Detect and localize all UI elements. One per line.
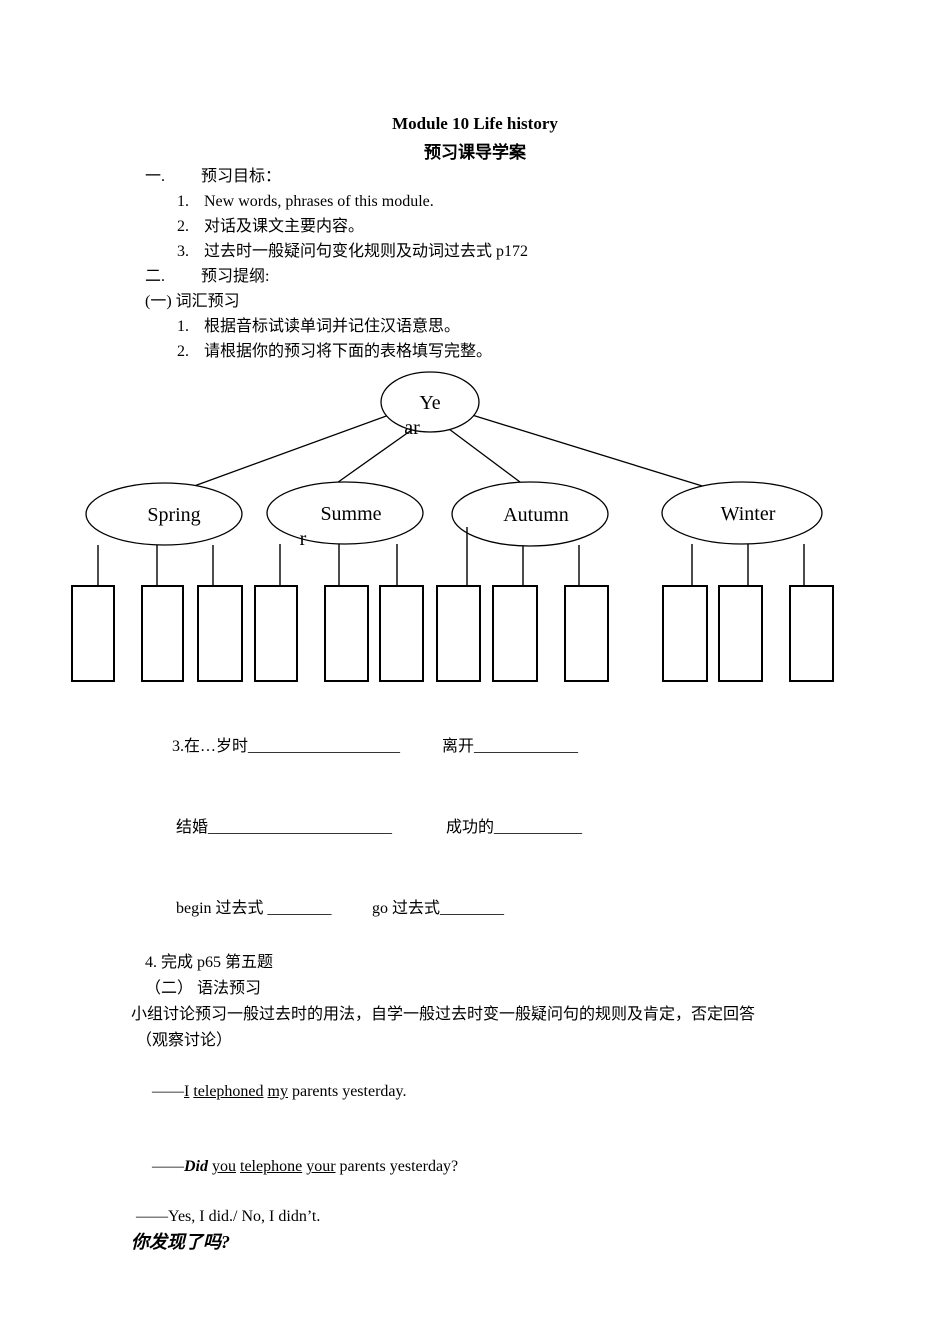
month-box (197, 585, 243, 682)
section-one-heading: 一. 预习目标： (145, 164, 950, 189)
fill-line-marry: 结婚_______________________ 成功的___________ (152, 787, 950, 868)
winter-node-ellipse (661, 481, 823, 545)
blank-leave: 离开_____________ (442, 738, 579, 755)
summer-node-label-line1: Summe (320, 503, 381, 525)
vocab-preview-label: (一) 词汇预习 (145, 293, 240, 310)
seasons-tree-diagram: Ye ar Spring Summe r Autumn Winter (0, 365, 950, 695)
page-title: Module 10 Life history (392, 114, 558, 133)
summer-node-label-line2: r (300, 528, 307, 550)
month-box (492, 585, 538, 682)
grammar-note: （观察讨论） (136, 1032, 233, 1049)
blank-marry: 结婚_______________________ (176, 819, 393, 836)
vocab-item-4: 4. 完成 p65 第五题 (145, 954, 274, 971)
em-dash: —— (152, 1158, 184, 1175)
grammar-preview-label: （二） 语法预习 (145, 980, 262, 997)
month-box (662, 585, 708, 682)
section-two-title: 预习提纲: (201, 268, 270, 285)
blank-go-past: go 过去式________ (372, 900, 505, 917)
connector-year-autumn (448, 428, 525, 486)
goal-item-1: 1.New words, phrases of this module. (177, 193, 434, 210)
fill-line-past-tense: begin 过去式 ________ go 过去式________ (152, 868, 950, 949)
section-one-number: 一. (145, 168, 166, 185)
section-one-title: 预习目标： (201, 168, 282, 185)
goal-item-3: 3.过去时一般疑问句变化规则及动词过去式 p172 (177, 243, 529, 260)
month-box (718, 585, 763, 682)
autumn-node-label: Autumn (503, 504, 569, 526)
year-node-label-line1: Ye (419, 392, 440, 414)
section-two-number: 二. (145, 268, 166, 285)
spring-node-label: Spring (147, 504, 200, 526)
page-subtitle: 预习课导学案 (424, 143, 526, 162)
example-sentence-question: ——Did you telephone your parents yesterd… (152, 1158, 459, 1175)
connector-year-spring (185, 414, 390, 490)
month-box (141, 585, 184, 682)
connector-year-summer (333, 428, 414, 486)
month-box (564, 585, 609, 682)
example-sentence-answers: ——Yes, I did./ No, I didn’t. (136, 1208, 321, 1225)
section-two-heading: 二. 预习提纲: (145, 264, 950, 289)
autumn-node-ellipse (451, 481, 609, 547)
discovery-question: 你发现了吗? (131, 1232, 230, 1252)
vocab-item-1: 1.根据音标试读单词并记住汉语意思。 (177, 318, 461, 335)
blank-successful: 成功的___________ (446, 819, 583, 836)
winter-node-label: Winter (721, 503, 776, 525)
vocab-fill-blanks: 3.在…岁时___________________ 离开_____________… (0, 706, 950, 976)
year-node-ellipse (380, 371, 480, 433)
grammar-intro: 小组讨论预习一般过去时的用法，自学一般过去时变一般疑问句的规则及肯定，否定回答 (131, 1006, 756, 1023)
vocab-item-2: 2.请根据你的预习将下面的表格填写完整。 (177, 343, 493, 360)
month-box (379, 585, 424, 682)
blank-at-age: 3.在…岁时___________________ (172, 738, 401, 755)
connector-year-winter (471, 414, 713, 490)
example-sentence-statement: ——I telephoned my parents yesterday. (152, 1083, 407, 1100)
em-dash: —— (152, 1083, 184, 1100)
spring-node-ellipse (85, 482, 243, 546)
year-node-label-line2: ar (404, 417, 420, 439)
month-box (436, 585, 481, 682)
month-box (254, 585, 298, 682)
goal-item-2: 2.对话及课文主要内容。 (177, 218, 365, 235)
fill-line-age: 3.在…岁时___________________ 离开_____________ (148, 706, 950, 787)
month-box (789, 585, 834, 682)
blank-begin-past: begin 过去式 ________ (176, 900, 332, 917)
month-box (71, 585, 115, 682)
summer-node-ellipse (266, 481, 424, 545)
month-box (324, 585, 369, 682)
